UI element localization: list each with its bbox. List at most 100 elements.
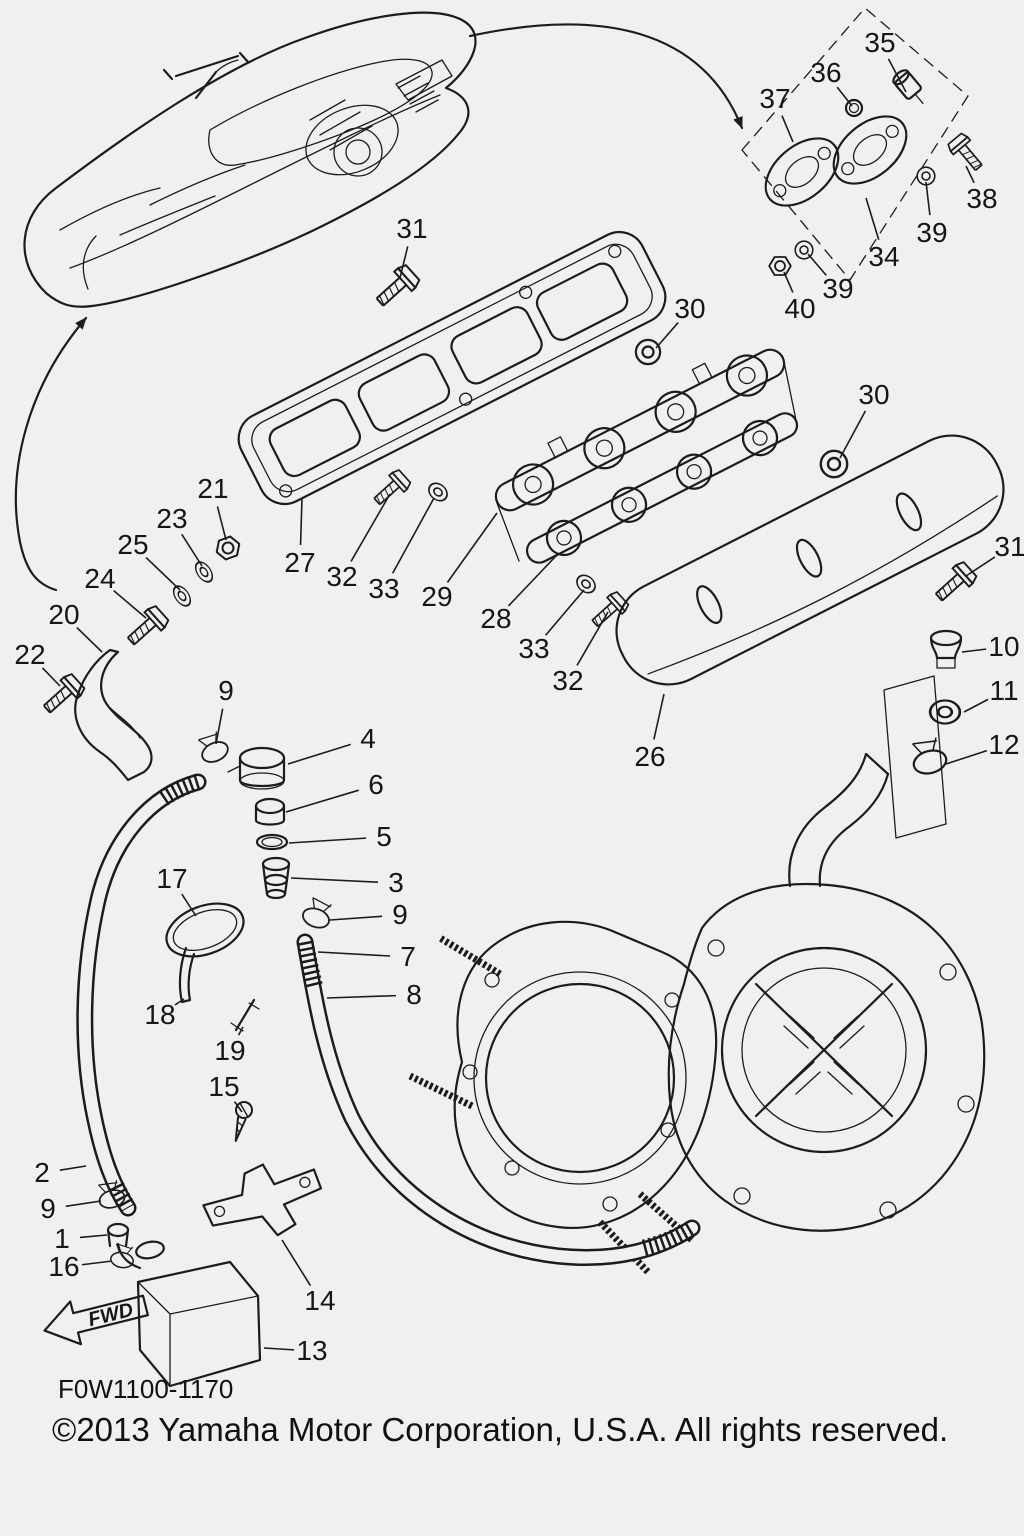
leader-line-37 bbox=[781, 115, 794, 143]
bracket-20 bbox=[74, 648, 153, 782]
leader-line-1 bbox=[79, 1234, 108, 1239]
callout-label-30: 30 bbox=[858, 379, 889, 410]
callout-label-29: 29 bbox=[421, 581, 452, 612]
gasket-34 bbox=[832, 115, 908, 185]
leader-line-40 bbox=[783, 271, 794, 293]
callout-label-9: 9 bbox=[392, 899, 408, 930]
leader-line-13 bbox=[263, 1347, 295, 1351]
callout-label-28: 28 bbox=[480, 603, 511, 634]
callout-label-6: 6 bbox=[368, 769, 384, 800]
nut-40 bbox=[768, 256, 792, 276]
callout-label-39: 39 bbox=[916, 217, 947, 248]
leader-line-39 bbox=[807, 253, 827, 276]
callout-label-3: 3 bbox=[388, 867, 404, 898]
callout-label-24: 24 bbox=[84, 563, 115, 594]
leader-line-3 bbox=[290, 877, 379, 883]
callout-label-10: 10 bbox=[988, 631, 1019, 662]
callout-label-7: 7 bbox=[400, 941, 416, 972]
plug-10 bbox=[929, 629, 963, 669]
fitting-35 bbox=[892, 69, 924, 104]
bracket-14 bbox=[202, 1163, 323, 1237]
screw-15 bbox=[226, 1099, 255, 1144]
fwd-label: FWD bbox=[86, 1299, 136, 1331]
leader-line-20 bbox=[76, 626, 103, 653]
leader-line-33 bbox=[391, 497, 435, 574]
callout-label-38: 38 bbox=[966, 183, 997, 214]
leader-line-24 bbox=[113, 590, 147, 619]
callout-label-9: 9 bbox=[218, 675, 234, 706]
callout-label-14: 14 bbox=[304, 1285, 335, 1316]
reference-arc-right bbox=[468, 23, 744, 130]
leader-line-38 bbox=[965, 165, 975, 184]
leader-line-14 bbox=[281, 1239, 312, 1287]
leader-line-36 bbox=[836, 86, 853, 107]
callout-label-22: 22 bbox=[14, 639, 45, 670]
leader-line-25 bbox=[145, 556, 181, 591]
leader-line-30 bbox=[655, 322, 679, 349]
exhaust-housing bbox=[667, 752, 986, 1232]
exhaust-manifold-28 bbox=[525, 412, 799, 564]
leader-line-15 bbox=[233, 1101, 243, 1113]
callout-label-32: 32 bbox=[552, 665, 583, 696]
leader-line-35 bbox=[887, 58, 907, 93]
callout-label-33: 33 bbox=[518, 633, 549, 664]
inset-box bbox=[741, 7, 989, 281]
callout-label-12: 12 bbox=[988, 729, 1019, 760]
fitting-1 bbox=[106, 1222, 130, 1248]
leader-line-39 bbox=[925, 181, 931, 216]
leader-line-9 bbox=[65, 1200, 102, 1208]
leader-line-23 bbox=[181, 533, 203, 567]
callout-label-27: 27 bbox=[284, 547, 315, 578]
callout-label-5: 5 bbox=[376, 821, 392, 852]
stud-bolt bbox=[438, 934, 502, 978]
callout-label-19: 19 bbox=[214, 1035, 245, 1066]
clamp-17 bbox=[165, 902, 245, 958]
leader-line-27 bbox=[299, 497, 303, 546]
bracket-panel bbox=[883, 675, 947, 839]
washer-30b bbox=[819, 449, 849, 479]
fitting-stack bbox=[227, 746, 291, 900]
strap-18 bbox=[178, 946, 196, 1004]
gasket-plate-27 bbox=[237, 230, 667, 506]
copyright-line: ©2013 Yamaha Motor Corporation, U.S.A. A… bbox=[52, 1411, 948, 1448]
callout-label-16: 16 bbox=[48, 1251, 79, 1282]
leader-line-6 bbox=[285, 789, 359, 813]
callout-label-8: 8 bbox=[406, 979, 422, 1010]
leader-line-18 bbox=[174, 998, 185, 1006]
leader-line-30 bbox=[839, 410, 867, 459]
inset-box-border bbox=[741, 7, 969, 281]
leader-line-22 bbox=[41, 667, 61, 687]
bolt-32b bbox=[586, 589, 631, 633]
callout-label-32: 32 bbox=[326, 561, 357, 592]
oring-36 bbox=[844, 98, 864, 118]
watercraft-illustration bbox=[23, 11, 477, 308]
manifold-link-right bbox=[782, 356, 797, 421]
reference-arc-left bbox=[14, 316, 88, 592]
manifold-link-left bbox=[496, 502, 520, 562]
callout-label-31: 31 bbox=[994, 531, 1024, 562]
washer-11 bbox=[928, 699, 962, 725]
leader-line-32 bbox=[576, 611, 609, 666]
leader-line-17 bbox=[181, 893, 197, 917]
callout-label-9: 9 bbox=[40, 1193, 56, 1224]
hose-8 bbox=[296, 933, 701, 1267]
nut-21 bbox=[212, 533, 244, 563]
stud-bolt bbox=[408, 1072, 474, 1110]
leader-line-5 bbox=[288, 837, 367, 844]
callout-label-23: 23 bbox=[156, 503, 187, 534]
clamp-9b bbox=[299, 895, 336, 932]
callout-label-37: 37 bbox=[759, 83, 790, 114]
leader-line-21 bbox=[216, 506, 227, 541]
callout-label-36: 36 bbox=[810, 57, 841, 88]
leader-line-12 bbox=[945, 749, 988, 765]
leader-line-26 bbox=[653, 693, 665, 740]
leader-line-7 bbox=[317, 951, 391, 957]
callout-label-13: 13 bbox=[296, 1335, 327, 1366]
muffler-13 bbox=[116, 1240, 262, 1388]
tie-19 bbox=[230, 998, 260, 1032]
outer-cover-26 bbox=[615, 434, 1005, 686]
callout-label-2: 2 bbox=[34, 1157, 50, 1188]
